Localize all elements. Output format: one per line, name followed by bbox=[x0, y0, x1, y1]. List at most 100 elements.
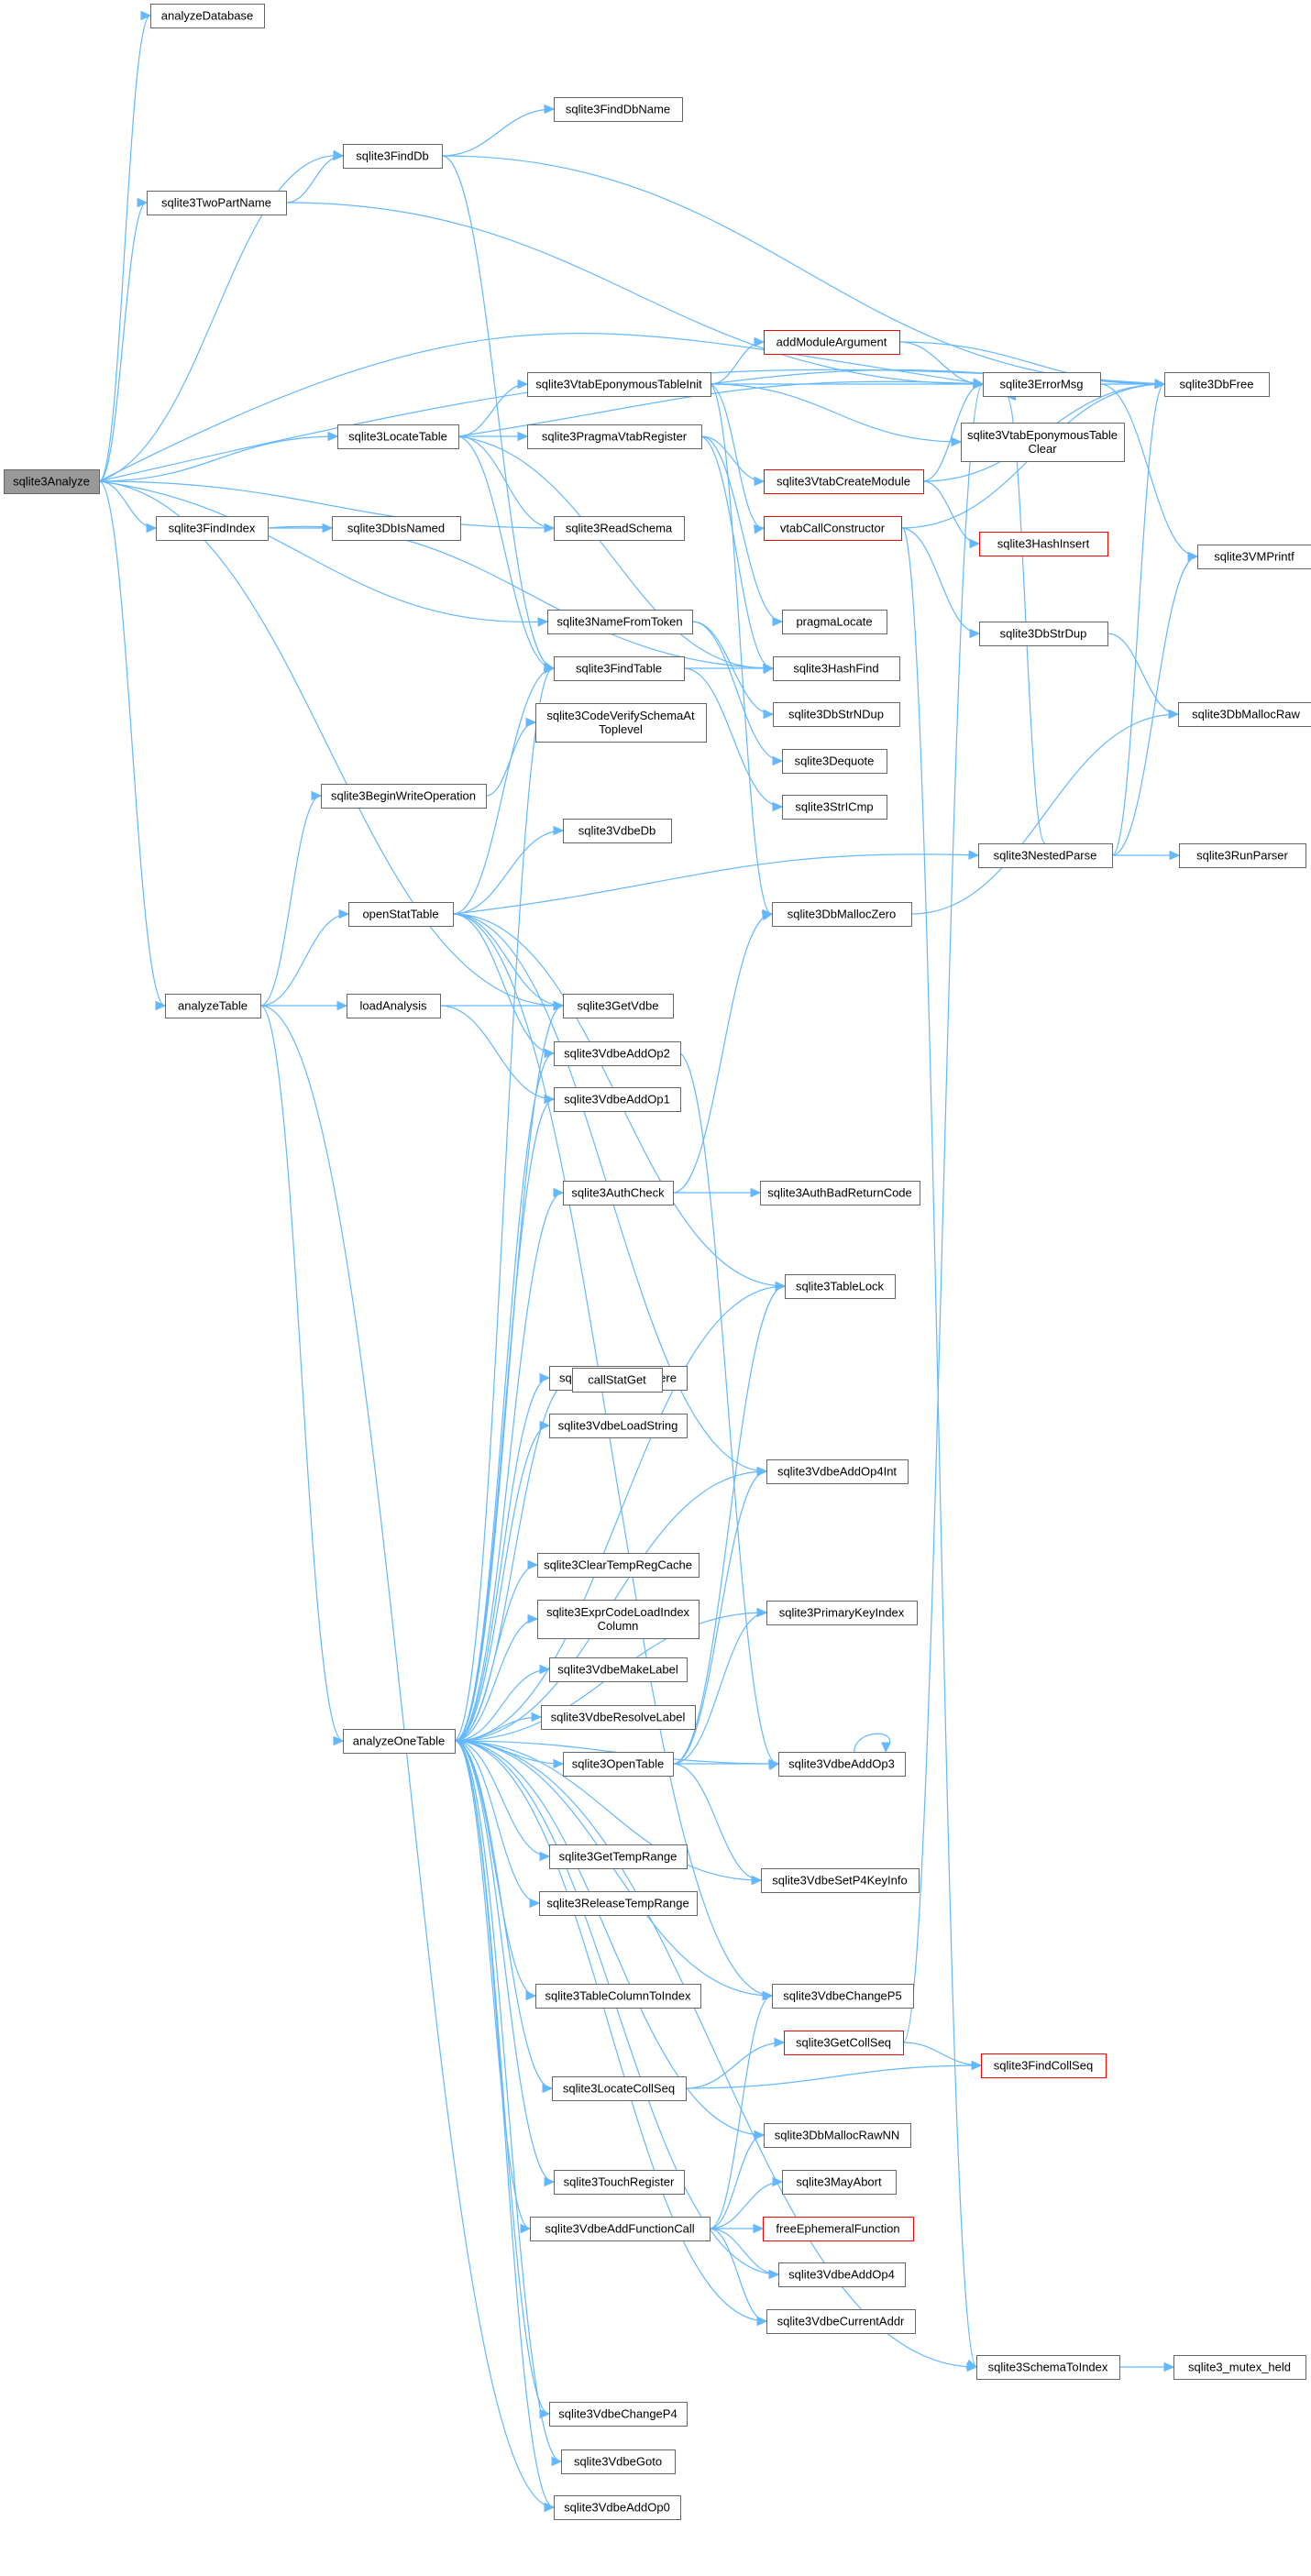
edge-line bbox=[900, 527, 977, 2368]
edge-vtabCallConstructor-to-sqlite3SchemaToIndex bbox=[900, 527, 978, 2369]
node-sqlite3Dequote[interactable]: sqlite3Dequote bbox=[782, 749, 887, 774]
node-sqlite3ReleaseTempRange[interactable]: sqlite3ReleaseTempRange bbox=[539, 1891, 698, 1916]
node-sqlite3LocateTable[interactable]: sqlite3LocateTable bbox=[337, 424, 459, 449]
node-sqlite3VdbeAddOp2[interactable]: sqlite3VdbeAddOp2 bbox=[554, 1041, 681, 1066]
node-sqlite3FindDb[interactable]: sqlite3FindDb bbox=[343, 144, 443, 169]
node-sqlite3VdbeLoadString[interactable]: sqlite3VdbeLoadString bbox=[549, 1414, 688, 1438]
edge-line bbox=[672, 913, 773, 1194]
node-box bbox=[535, 1984, 701, 2009]
node-label: sqlite3AuthBadReturnCode bbox=[767, 1186, 912, 1200]
node-sqlite3DbMallocRaw[interactable]: sqlite3DbMallocRaw bbox=[1178, 702, 1311, 727]
node-sqlite3ClearTempRegCache[interactable]: sqlite3ClearTempRegCache bbox=[537, 1553, 700, 1578]
node-sqlite3DbMallocRawNN[interactable]: sqlite3DbMallocRawNN bbox=[764, 2123, 911, 2148]
edge-line bbox=[259, 1005, 344, 1742]
node-sqlite3AuthCheck[interactable]: sqlite3AuthCheck bbox=[563, 1181, 674, 1205]
node-label: sqlite3OpenTable bbox=[572, 1757, 664, 1771]
node-label: sqlite3VdbeLoadString bbox=[558, 1419, 678, 1433]
node-sqlite3FindDbName[interactable]: sqlite3FindDbName bbox=[554, 97, 683, 122]
node-sqlite3DbIsNamed[interactable]: sqlite3DbIsNamed bbox=[332, 516, 461, 541]
node-sqlite3GetCollSeq[interactable]: sqlite3GetCollSeq bbox=[784, 2031, 904, 2055]
node-label: sqlite3HashFind bbox=[793, 662, 878, 676]
node-sqlite3RunParser[interactable]: sqlite3RunParser bbox=[1179, 843, 1306, 868]
edge-arrowhead bbox=[544, 2176, 556, 2187]
node-sqlite3AuthBadReturnCode[interactable]: sqlite3AuthBadReturnCode bbox=[760, 1181, 920, 1205]
node-sqlite3StrICmp[interactable]: sqlite3StrICmp bbox=[782, 795, 887, 820]
node-sqlite3DbMallocZero[interactable]: sqlite3DbMallocZero bbox=[772, 902, 912, 927]
node-sqlite3PragmaVtabRegister[interactable]: sqlite3PragmaVtabRegister bbox=[527, 424, 702, 449]
node-sqlite3MayAbort[interactable]: sqlite3MayAbort bbox=[782, 2170, 897, 2195]
node-sqlite3VtabEponymousTableInit[interactable]: sqlite3VtabEponymousTableInit bbox=[527, 372, 711, 397]
node-sqlite3FindIndex[interactable]: sqlite3FindIndex bbox=[156, 516, 269, 541]
node-label: sqlite3GetTempRange bbox=[559, 1850, 678, 1864]
node-sqlite3TwoPartName[interactable]: sqlite3TwoPartName bbox=[147, 191, 287, 215]
node-sqlite3VdbeResolveLabel[interactable]: sqlite3VdbeResolveLabel bbox=[541, 1705, 696, 1730]
edge-arrowhead bbox=[525, 1990, 537, 2001]
node-sqlite3VdbeDb[interactable]: sqlite3VdbeDb bbox=[563, 819, 672, 843]
node-sqlite3HashInsert[interactable]: sqlite3HashInsert bbox=[979, 532, 1108, 556]
edge-sqlite3Analyze-to-analyzeDatabase bbox=[98, 10, 152, 482]
node-sqlite3VdbeAddOp4[interactable]: sqlite3VdbeAddOp4 bbox=[778, 2262, 906, 2287]
node-sqlite3VdbeChangeP5[interactable]: sqlite3VdbeChangeP5 bbox=[772, 1984, 914, 2009]
node-sqlite3DbFree[interactable]: sqlite3DbFree bbox=[1164, 372, 1270, 397]
edge-arrowhead bbox=[750, 1187, 762, 1198]
node-sqlite3DbStrNDup[interactable]: sqlite3DbStrNDup bbox=[773, 702, 900, 727]
node-sqlite3FindTable[interactable]: sqlite3FindTable bbox=[554, 656, 685, 681]
node-sqlite3HashFind[interactable]: sqlite3HashFind bbox=[773, 656, 900, 681]
node-analyzeTable[interactable]: analyzeTable bbox=[165, 994, 261, 1018]
node-sqlite3BeginWriteOperation[interactable]: sqlite3BeginWriteOperation bbox=[321, 784, 487, 809]
node-sqlite3VdbeChangeP4[interactable]: sqlite3VdbeChangeP4 bbox=[549, 2402, 688, 2427]
node-sqlite3VdbeGoto[interactable]: sqlite3VdbeGoto bbox=[561, 2449, 676, 2474]
node-sqlite3VdbeMakeLabel[interactable]: sqlite3VdbeMakeLabel bbox=[549, 1657, 688, 1682]
node-sqlite3ErrorMsg[interactable]: sqlite3ErrorMsg bbox=[983, 372, 1101, 397]
node-sqlite3GetVdbe[interactable]: sqlite3GetVdbe bbox=[563, 994, 674, 1018]
node-vtabCallConstructor[interactable]: vtabCallConstructor bbox=[764, 516, 902, 541]
node-sqlite3FindCollSeq[interactable]: sqlite3FindCollSeq bbox=[981, 2053, 1107, 2078]
node-sqlite3GetTempRange[interactable]: sqlite3GetTempRange bbox=[549, 1844, 688, 1869]
edge-analyzeOneTable-to-sqlite3VdbeGoto bbox=[454, 1740, 563, 2467]
node-sqlite3ReadSchema[interactable]: sqlite3ReadSchema bbox=[554, 516, 685, 541]
node-sqlite3DbStrDup[interactable]: sqlite3DbStrDup bbox=[979, 622, 1108, 646]
node-box bbox=[979, 532, 1108, 556]
node-sqlite3OpenTable[interactable]: sqlite3OpenTable bbox=[563, 1752, 674, 1777]
node-callStatGet[interactable]: callStatGet bbox=[572, 1368, 663, 1393]
node-sqlite3VdbeAddOp4Int[interactable]: sqlite3VdbeAddOp4Int bbox=[766, 1459, 909, 1484]
node-sqlite3TableColumnToIndex[interactable]: sqlite3TableColumnToIndex bbox=[535, 1984, 701, 2009]
node-openStatTable[interactable]: openStatTable bbox=[348, 902, 454, 927]
node-sqlite3Analyze[interactable]: sqlite3Analyze bbox=[4, 469, 100, 494]
node-addModuleArgument[interactable]: addModuleArgument bbox=[764, 330, 900, 355]
node-sqlite3VdbeSetP4KeyInfo[interactable]: sqlite3VdbeSetP4KeyInfo bbox=[761, 1868, 920, 1893]
node-sqlite3VdbeCurrentAddr[interactable]: sqlite3VdbeCurrentAddr bbox=[766, 2309, 916, 2334]
node-sqlite3PrimaryKeyIndex[interactable]: sqlite3PrimaryKeyIndex bbox=[766, 1601, 918, 1625]
node-analyzeDatabase[interactable]: analyzeDatabase bbox=[150, 4, 265, 28]
node-sqlite3TableLock[interactable]: sqlite3TableLock bbox=[785, 1274, 896, 1299]
edge-arrowhead bbox=[969, 628, 981, 639]
node-label: sqlite3FindTable bbox=[576, 662, 662, 676]
node-sqlite3VtabCreateModule[interactable]: sqlite3VtabCreateModule bbox=[764, 469, 924, 494]
node-sqlite3NestedParse[interactable]: sqlite3NestedParse bbox=[978, 843, 1113, 868]
edge-arrowhead bbox=[551, 2456, 563, 2467]
node-sqlite3VdbeAddOp0[interactable]: sqlite3VdbeAddOp0 bbox=[554, 2495, 681, 2520]
node-sqlite3VdbeAddOp1[interactable]: sqlite3VdbeAddOp1 bbox=[554, 1087, 681, 1112]
node-label: pragmaLocate bbox=[796, 615, 872, 629]
node-box bbox=[549, 2402, 688, 2427]
node-label: sqlite3StrICmp bbox=[795, 800, 873, 814]
node-box bbox=[782, 749, 887, 774]
node-sqlite3SchemaToIndex[interactable]: sqlite3SchemaToIndex bbox=[976, 2355, 1120, 2380]
edge-line bbox=[452, 913, 773, 1997]
node-sqlite3TouchRegister[interactable]: sqlite3TouchRegister bbox=[554, 2170, 685, 2195]
node-analyzeOneTable[interactable]: analyzeOneTable bbox=[343, 1729, 456, 1754]
node-freeEphemeralFunction[interactable]: freeEphemeralFunction bbox=[763, 2217, 914, 2241]
node-sqlite3LocateCollSeq[interactable]: sqlite3LocateCollSeq bbox=[552, 2076, 687, 2101]
node-pragmaLocate[interactable]: pragmaLocate bbox=[782, 610, 887, 634]
node-loadAnalysis[interactable]: loadAnalysis bbox=[347, 994, 441, 1018]
node-sqlite3VdbeAddFunctionCall[interactable]: sqlite3VdbeAddFunctionCall bbox=[530, 2217, 711, 2241]
node-box bbox=[981, 2053, 1107, 2078]
node-label: sqlite3VMPrintf bbox=[1214, 550, 1294, 564]
node-sqlite3NameFromToken[interactable]: sqlite3NameFromToken bbox=[547, 610, 693, 634]
node-sqlite3VdbeAddOp3[interactable]: sqlite3VdbeAddOp3 bbox=[778, 1752, 906, 1777]
node-sqlite3VMPrintf[interactable]: sqlite3VMPrintf bbox=[1197, 545, 1311, 569]
node-sqlite3_mutex_held[interactable]: sqlite3_mutex_held bbox=[1173, 2355, 1306, 2380]
